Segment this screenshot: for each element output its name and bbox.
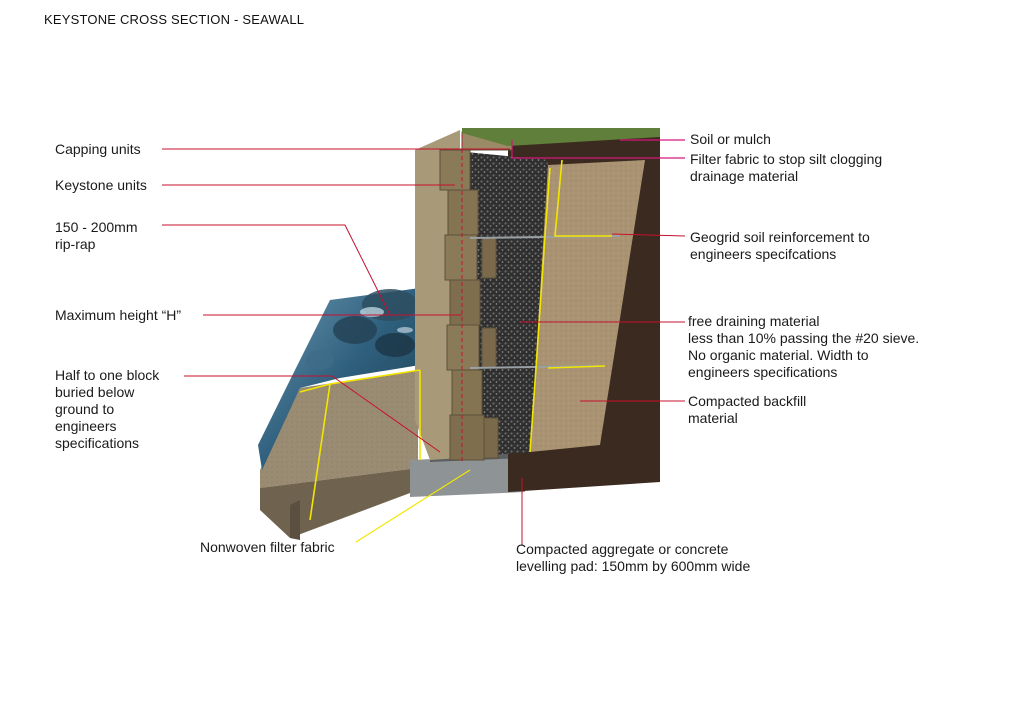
label-backfill: Compacted backfill material xyxy=(688,393,806,427)
label-geogrid-line: engineers specifcations xyxy=(690,246,837,262)
label-geogrid: Geogrid soil reinforcement to engineers … xyxy=(690,229,870,263)
leader-lines-magenta xyxy=(511,139,685,159)
label-free-draining-line: No organic material. Width to xyxy=(688,347,869,363)
keystone-units xyxy=(439,149,499,461)
riprap-rock xyxy=(306,350,334,370)
label-capping-units: Capping units xyxy=(55,141,141,157)
water-foam xyxy=(397,327,413,333)
label-half-block-line: specifications xyxy=(55,435,140,451)
leader-half-block xyxy=(184,375,441,453)
compacted-backfill xyxy=(530,160,645,452)
label-backfill-line: material xyxy=(688,410,738,426)
riprap-rock xyxy=(333,316,377,344)
riprap-rock xyxy=(375,333,415,357)
label-levelling-pad: Compacted aggregate or concrete levellin… xyxy=(516,541,750,575)
label-max-height: Maximum height “H” xyxy=(55,307,182,323)
label-half-block-line: ground to xyxy=(55,401,115,417)
label-riprap: 150 - 200mm rip-rap xyxy=(55,219,137,253)
label-levelling-pad-line: levelling pad: 150mm by 600mm wide xyxy=(516,558,751,574)
label-levelling-pad-line: Compacted aggregate or concrete xyxy=(516,541,729,557)
label-soil-mulch: Soil or mulch xyxy=(690,131,771,147)
leader-riprap xyxy=(162,224,391,316)
label-nonwoven: Nonwoven filter fabric xyxy=(200,539,335,555)
label-half-block-line: engineers xyxy=(55,418,117,434)
leader-lines xyxy=(162,135,686,545)
label-filter-fabric-line: Filter fabric to stop silt clogging xyxy=(690,151,883,167)
label-free-draining-line: free draining material xyxy=(688,313,820,329)
label-half-block: Half to one block buried below ground to… xyxy=(55,367,159,452)
leader-filter-fabric xyxy=(511,140,685,159)
label-riprap-line: rip-rap xyxy=(55,236,96,252)
label-filter-fabric-line: drainage material xyxy=(690,168,799,184)
leader-geogrid xyxy=(611,233,686,237)
ground-top xyxy=(260,370,418,488)
label-half-block-line: buried below xyxy=(55,384,135,400)
label-backfill-line: Compacted backfill xyxy=(688,393,807,409)
label-half-block-line: Half to one block xyxy=(55,367,160,383)
label-geogrid-line: Geogrid soil reinforcement to xyxy=(690,229,870,245)
label-free-draining-line: less than 10% passing the #20 sieve. xyxy=(688,330,920,346)
filter-fabric-lines xyxy=(299,159,612,521)
levelling-pad xyxy=(410,455,525,497)
leader-lines-yellow xyxy=(355,469,471,543)
label-riprap-line: 150 - 200mm xyxy=(55,219,138,235)
water-riprap xyxy=(258,288,420,470)
label-free-draining-line: engineers specifications xyxy=(688,364,838,380)
page-title: KEYSTONE CROSS SECTION - SEAWALL xyxy=(44,12,305,27)
label-keystone-units: Keystone units xyxy=(55,177,147,193)
label-filter-fabric: Filter fabric to stop silt clogging drai… xyxy=(690,151,882,185)
leader-nonwoven xyxy=(355,469,471,543)
ground-lower-lip xyxy=(290,500,300,540)
label-free-draining: free draining material less than 10% pas… xyxy=(688,313,919,381)
